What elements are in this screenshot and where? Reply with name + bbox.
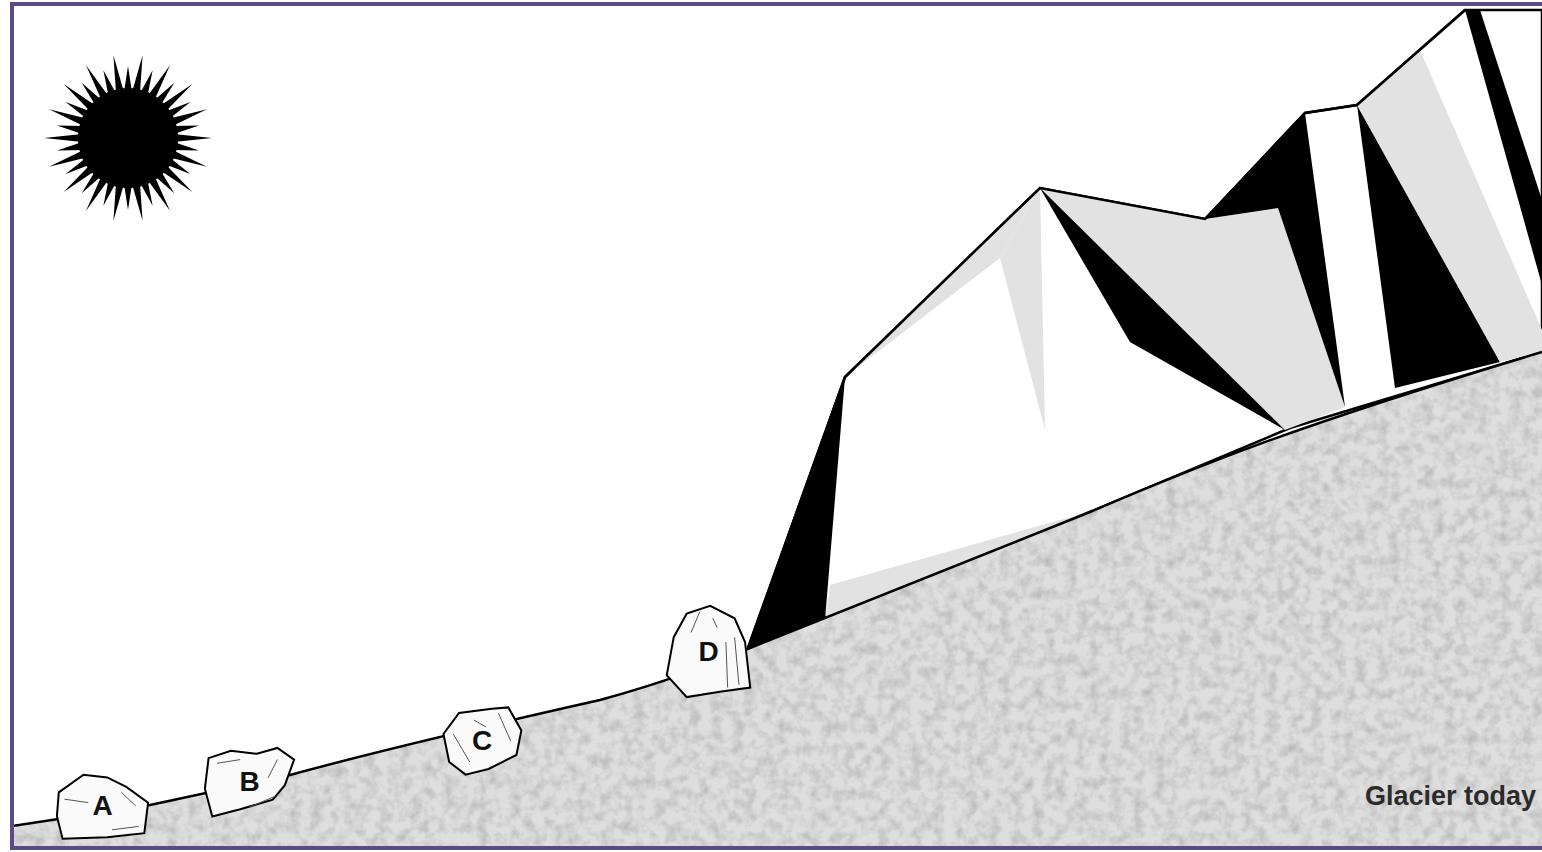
scene-caption: Glacier today: [1365, 781, 1536, 812]
frame-border: [12, 4, 1542, 848]
ground: [14, 352, 1542, 846]
rock-crack: [735, 637, 739, 685]
rock-crack: [453, 734, 469, 762]
glacier-shade: [1357, 50, 1542, 362]
rock-crack: [217, 760, 240, 764]
rock-crack: [65, 799, 89, 802]
rock-crack: [691, 612, 700, 633]
glacier-shadow: [1040, 188, 1285, 430]
rock-crack: [498, 713, 510, 741]
sun: [44, 55, 212, 220]
ground-texture: [14, 352, 1542, 846]
rock-crack: [250, 796, 276, 807]
rock-letter: A: [92, 792, 112, 820]
rock-letter: D: [698, 638, 718, 666]
rock-crack: [122, 792, 136, 806]
glacier-shadow: [1205, 113, 1345, 407]
rock-shape: [443, 707, 521, 774]
rock: D: [665, 604, 752, 699]
glacier-shadow: [1465, 10, 1542, 285]
sun-rays: [44, 55, 212, 220]
rock: A: [55, 772, 150, 840]
rock-shape: [57, 775, 148, 839]
rock-crack: [726, 642, 728, 688]
rock-crack: [474, 720, 486, 727]
rock-crack: [713, 618, 717, 628]
ground-line: [14, 352, 1542, 828]
rock: B: [203, 745, 296, 818]
rock-shape: [667, 606, 751, 697]
rock-crack: [112, 826, 139, 829]
rock-crack: [268, 760, 277, 778]
rock-shape: [205, 748, 294, 817]
rock: C: [441, 706, 523, 776]
rock-letter: C: [472, 727, 492, 755]
rock-letter: B: [239, 768, 259, 796]
sun-disc: [78, 88, 178, 188]
